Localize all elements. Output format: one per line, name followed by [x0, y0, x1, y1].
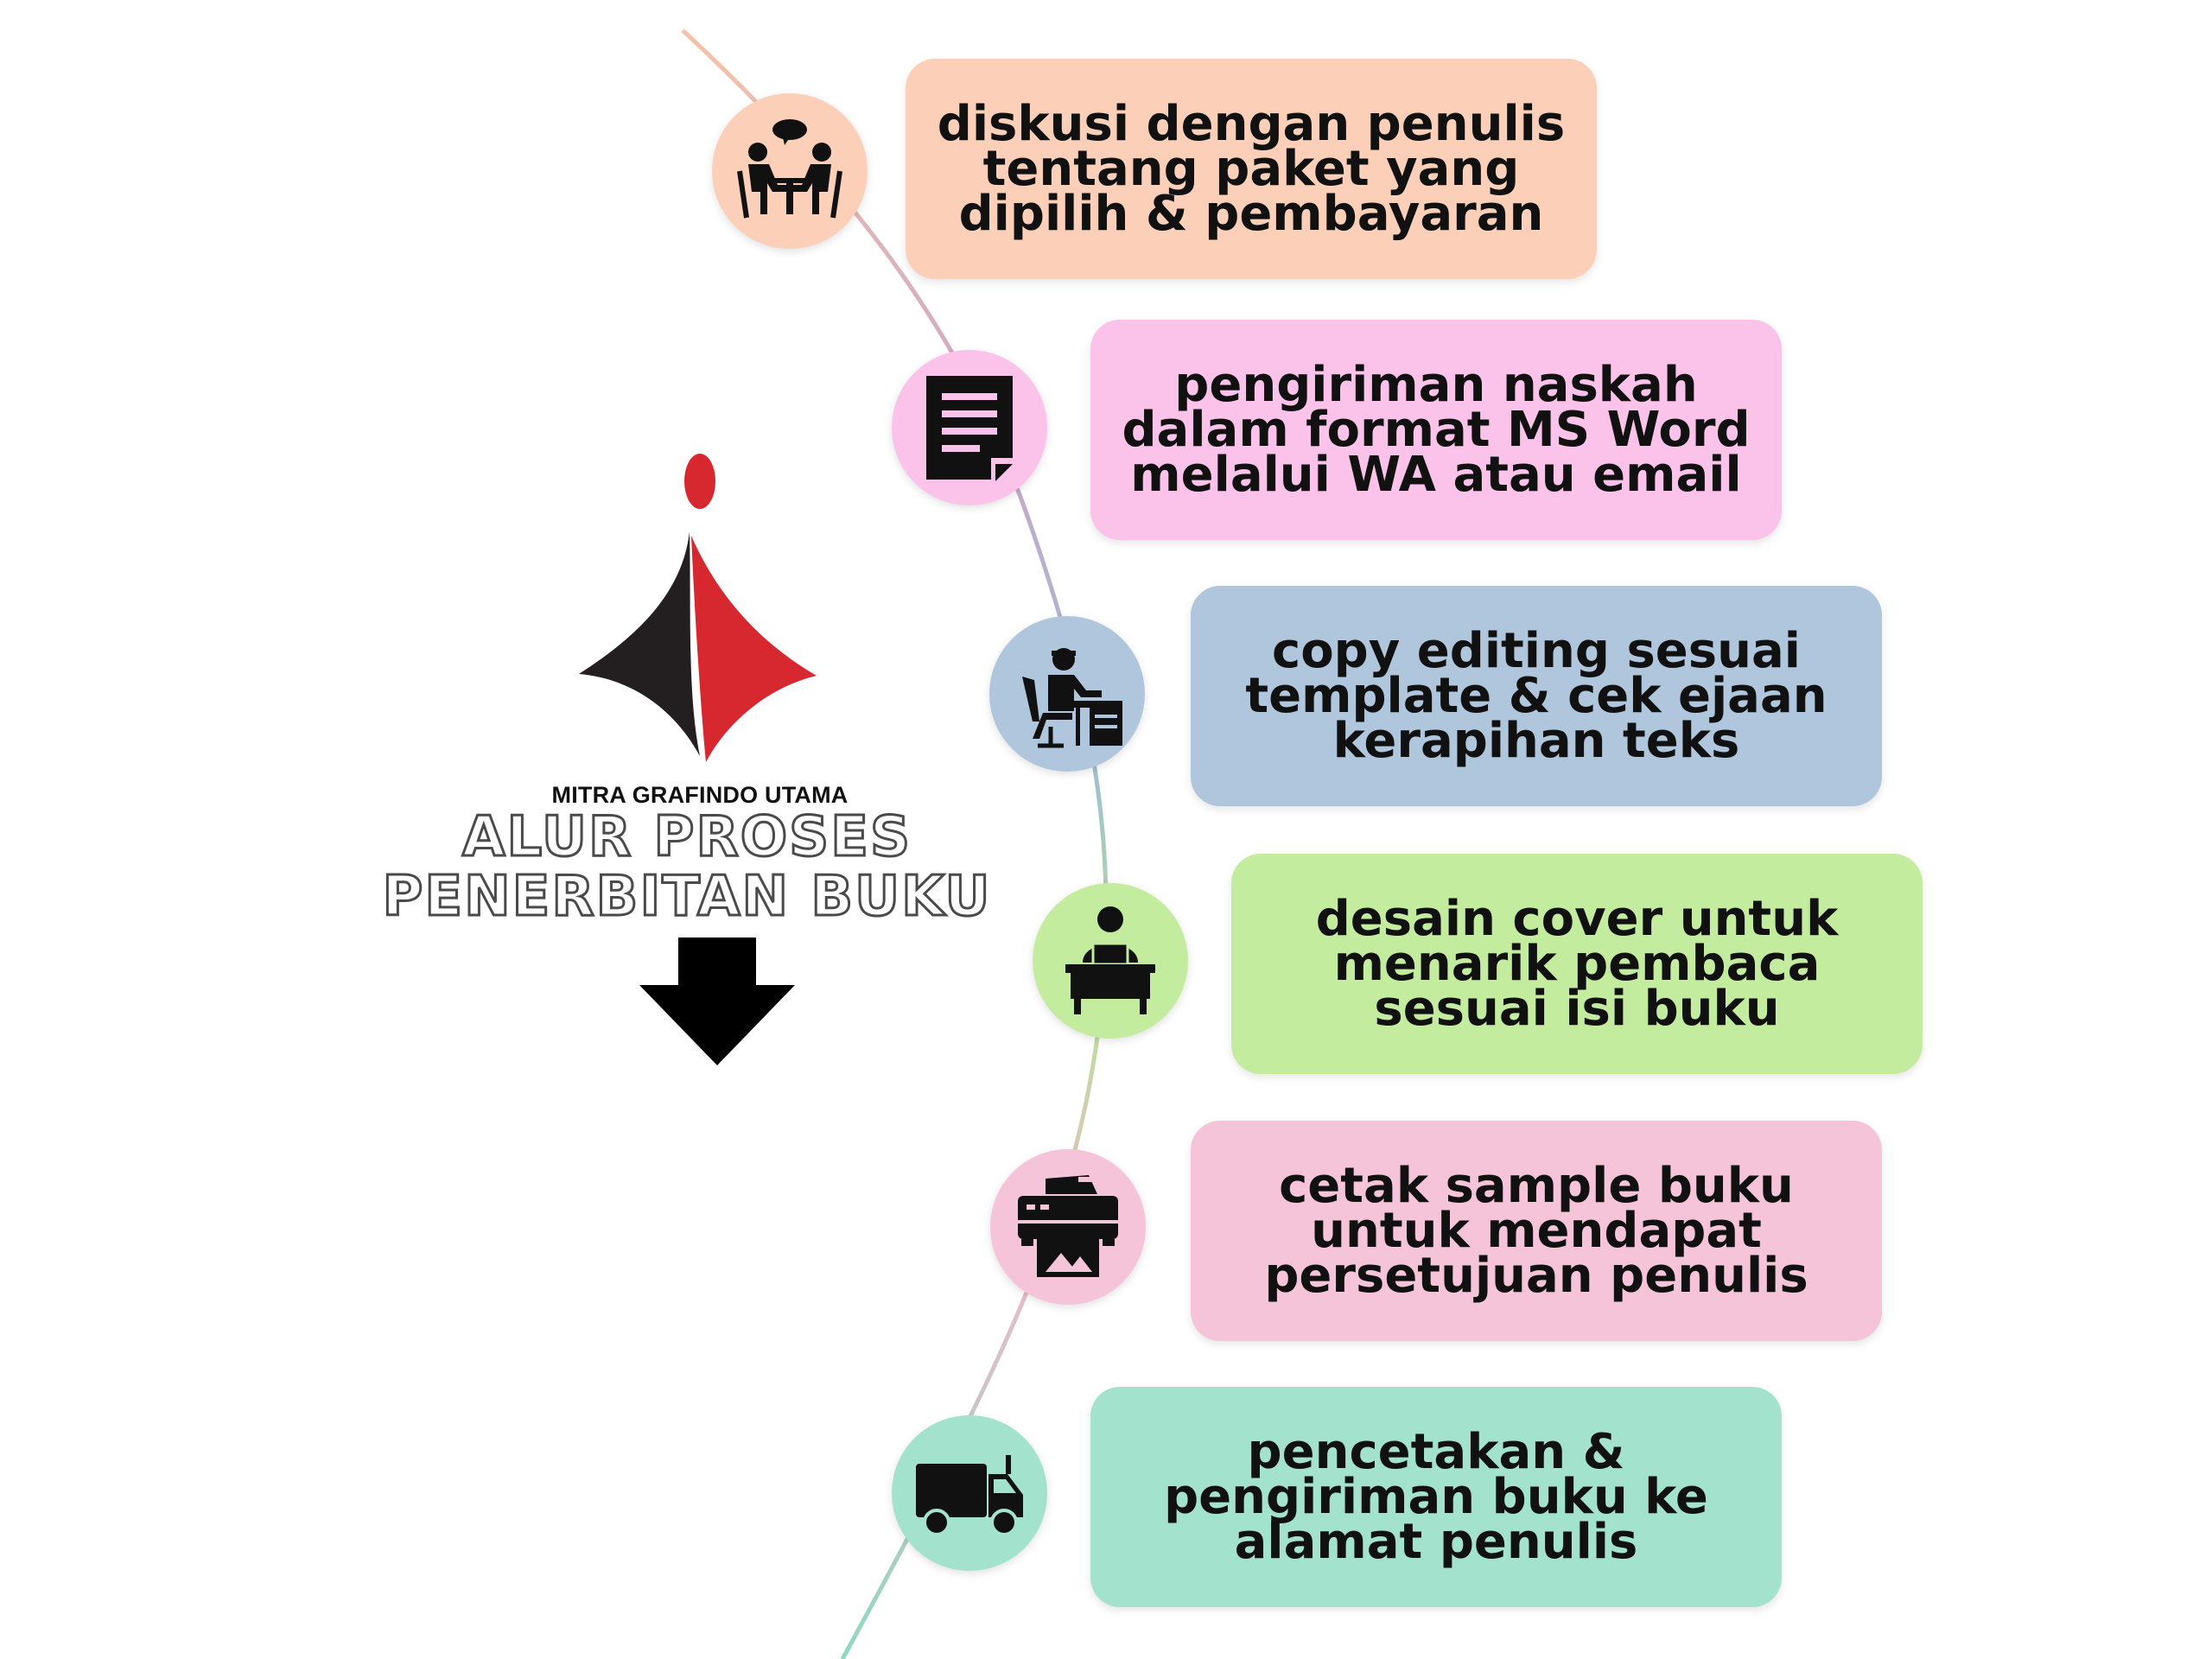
step-1-text: diskusi dengan penulis tentang paket yan…	[937, 95, 1566, 242]
step-2-text: pengiriman naskah dalam format MS Word m…	[1122, 356, 1751, 503]
logo-right-wing	[691, 536, 817, 762]
logo-dot	[684, 454, 715, 509]
title-line-2: PENERBITAN BUKU	[381, 865, 992, 930]
step-5-node	[990, 1149, 1146, 1305]
step-5-card: cetak sample buku untuk mendapat persetu…	[1191, 1121, 1882, 1341]
step-6-text: pencetakan & pengiriman buku ke alamat p…	[1164, 1423, 1708, 1570]
down-arrow-icon	[639, 938, 795, 1071]
step-3-text: copy editing sesuai template & cek ejaan…	[1245, 622, 1827, 769]
step-1-card: diskusi dengan penulis tentang paket yan…	[906, 59, 1597, 279]
step-6-card: pencetakan & pengiriman buku ke alamat p…	[1090, 1387, 1782, 1607]
meeting-icon	[737, 119, 842, 219]
step-2-node	[892, 350, 1047, 505]
editor-desk-icon	[1022, 648, 1122, 748]
step-3-node	[989, 616, 1145, 772]
delivery-truck-icon	[916, 1455, 1023, 1536]
step-3-card: copy editing sesuai template & cek ejaan…	[1191, 586, 1882, 806]
step-4-text: desain cover untuk menarik pembaca sesua…	[1315, 890, 1839, 1037]
document-icon	[926, 376, 1013, 481]
title-line-1: ALUR PROSES	[461, 805, 912, 869]
page-title: ALUR PROSES PENERBITAN BUKU	[328, 805, 1046, 930]
company-logo	[570, 449, 830, 781]
logo-left-wing	[579, 531, 700, 756]
step-1-node	[712, 93, 868, 249]
designer-laptop-icon	[1065, 906, 1155, 1014]
step-5-text: cetak sample buku untuk mendapat persetu…	[1264, 1157, 1808, 1304]
step-4-node	[1033, 883, 1188, 1039]
step-4-card: desain cover untuk menarik pembaca sesua…	[1231, 854, 1923, 1074]
step-2-card: pengiriman naskah dalam format MS Word m…	[1090, 320, 1782, 540]
printer-icon	[1018, 1175, 1118, 1277]
step-6-node	[892, 1415, 1047, 1571]
brand-name: MITRA GRAFINDO UTAMA	[551, 782, 849, 808]
